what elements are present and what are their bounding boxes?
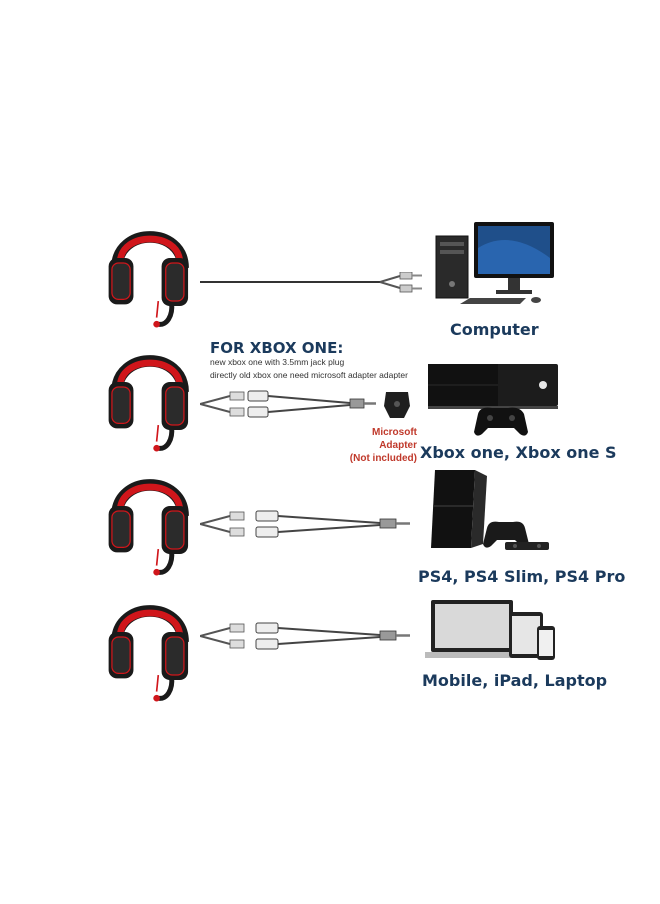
desktop-computer-icon bbox=[435, 222, 554, 304]
adapter-label-line-2: (Not included) bbox=[349, 453, 417, 464]
xbox-console-icon bbox=[428, 364, 558, 436]
microsoft-adapter-icon bbox=[384, 392, 410, 418]
mobile-devices-icon bbox=[425, 600, 555, 660]
device-label-computer: Computer bbox=[450, 320, 539, 339]
headset-row-3 bbox=[95, 458, 205, 578]
device-label-xbox: Xbox one, Xbox one S bbox=[420, 443, 617, 462]
adapter-label: Microsoft Adapter (Not included) bbox=[335, 426, 417, 465]
cable-row-3 bbox=[200, 510, 410, 538]
cable-row-1 bbox=[200, 272, 422, 293]
device-label-mobile: Mobile, iPad, Laptop bbox=[422, 671, 608, 690]
headset-row-1 bbox=[95, 210, 205, 330]
adapter-label-line-1: Microsoft Adapter bbox=[372, 427, 417, 451]
headset-row-2 bbox=[95, 334, 205, 454]
xbox-note-line-1: new xbox one with 3.5mm jack plug bbox=[210, 357, 345, 367]
xbox-section-note: new xbox one with 3.5mm jack plug direct… bbox=[210, 356, 408, 382]
ps4-console-icon bbox=[431, 470, 549, 550]
cable-row-4 bbox=[200, 622, 410, 650]
xbox-section-title: FOR XBOX ONE: bbox=[210, 339, 344, 357]
cable-row-2 bbox=[200, 390, 376, 418]
device-label-ps4: PS4, PS4 Slim, PS4 Pro bbox=[418, 567, 626, 586]
headset-row-4 bbox=[95, 584, 205, 704]
xbox-note-line-2: directly old xbox one need microsoft ada… bbox=[210, 370, 408, 380]
